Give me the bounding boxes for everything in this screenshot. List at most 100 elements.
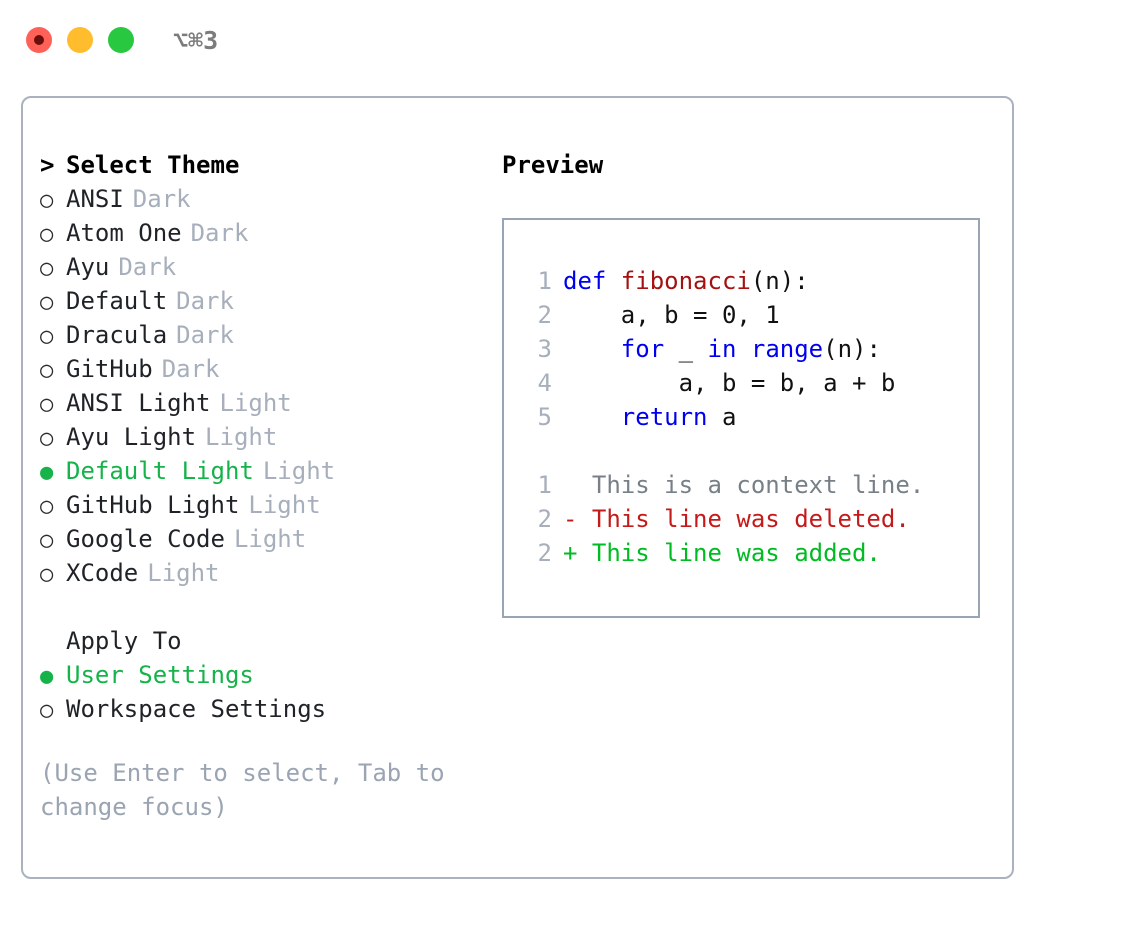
code-line-text: a, b = b, a + b bbox=[563, 366, 896, 400]
diff-line-number: 2 bbox=[537, 539, 552, 567]
diff-line-text: This is a context line. bbox=[563, 471, 925, 499]
apply-to-label: Workspace Settings bbox=[66, 695, 327, 723]
code-token: def bbox=[563, 267, 621, 295]
theme-name: GitHub bbox=[66, 355, 153, 383]
radio-unselected-icon[interactable]: ○ bbox=[40, 528, 54, 553]
code-token bbox=[736, 335, 750, 363]
code-token: _ bbox=[664, 335, 708, 363]
radio-unselected-icon[interactable]: ○ bbox=[40, 358, 54, 383]
apply-to-label: User Settings bbox=[66, 661, 254, 689]
code-token: in bbox=[707, 335, 737, 363]
code-token: (n): bbox=[823, 335, 881, 363]
diff-line: 2 - This line was deleted. bbox=[522, 502, 978, 536]
radio-unselected-icon[interactable]: ○ bbox=[40, 222, 54, 247]
code-line: 2 a, b = 0, 1 bbox=[522, 298, 978, 332]
code-line-text: def fibonacci(n): bbox=[563, 264, 809, 298]
code-line: 4 a, b = b, a + b bbox=[522, 366, 978, 400]
code-line-number: 1 bbox=[537, 267, 552, 295]
code-line-text: for _ in range(n): bbox=[563, 332, 881, 366]
code-line-text: a, b = 0, 1 bbox=[563, 298, 780, 332]
preview-title: Preview bbox=[502, 151, 604, 179]
theme-variant-tag: Light bbox=[262, 457, 336, 485]
apply-to-item[interactable]: ● User Settings bbox=[40, 658, 480, 692]
diff-line-number: 1 bbox=[537, 471, 552, 499]
keyboard-hint: (Use Enter to select, Tab to change focu… bbox=[40, 759, 460, 821]
radio-unselected-icon[interactable]: ○ bbox=[40, 290, 54, 315]
radio-selected-icon[interactable]: ● bbox=[40, 664, 54, 689]
apply-to-item[interactable]: ○ Workspace Settings bbox=[40, 692, 480, 726]
code-token: range bbox=[750, 335, 824, 363]
radio-selected-icon[interactable]: ● bbox=[40, 460, 54, 485]
maximize-button[interactable] bbox=[108, 27, 134, 53]
code-line-number: 4 bbox=[537, 369, 552, 397]
theme-variant-tag: Dark bbox=[161, 355, 220, 383]
theme-variant-tag: Light bbox=[248, 491, 321, 519]
diff-line: 1 This is a context line. bbox=[522, 468, 978, 502]
theme-variant-tag: Dark bbox=[118, 253, 177, 281]
code-token: for bbox=[620, 335, 665, 363]
window-titlebar: ⌥⌘3 bbox=[0, 0, 1140, 80]
radio-unselected-icon[interactable]: ○ bbox=[40, 494, 54, 519]
theme-variant-tag: Dark bbox=[132, 185, 191, 213]
radio-unselected-icon[interactable]: ○ bbox=[40, 698, 54, 723]
radio-unselected-icon[interactable]: ○ bbox=[40, 392, 54, 417]
diff-line-text: + This line was added. bbox=[563, 539, 881, 567]
close-button[interactable] bbox=[26, 27, 52, 53]
radio-unselected-icon[interactable]: ○ bbox=[40, 562, 54, 587]
theme-name: Dracula bbox=[66, 321, 168, 349]
code-line-number: 2 bbox=[537, 301, 552, 329]
theme-name: ANSI bbox=[66, 185, 124, 213]
apply-to-header: Apply To bbox=[66, 627, 182, 655]
apply-to-header-row: Apply To bbox=[40, 624, 480, 658]
diff-line: 2 + This line was added. bbox=[522, 536, 978, 570]
code-line-text: return a bbox=[563, 400, 737, 434]
radio-unselected-icon[interactable]: ○ bbox=[40, 426, 54, 451]
theme-variant-tag: Dark bbox=[176, 321, 234, 349]
minimize-button[interactable] bbox=[67, 27, 93, 53]
theme-name: Atom One bbox=[66, 219, 182, 247]
theme-name: XCode bbox=[66, 559, 139, 587]
radio-unselected-icon[interactable]: ○ bbox=[40, 256, 54, 281]
theme-variant-tag: Dark bbox=[190, 219, 249, 247]
code-token: a bbox=[707, 403, 737, 431]
code-token bbox=[563, 403, 621, 431]
theme-name: Ayu Light bbox=[66, 423, 197, 451]
code-line: 3 for _ in range(n): bbox=[522, 332, 978, 366]
theme-list-item[interactable]: ○ Dracula Dark bbox=[40, 318, 480, 352]
theme-name: Default Light bbox=[66, 457, 254, 485]
diff-line-text: - This line was deleted. bbox=[563, 505, 910, 533]
code-token: fibonacci bbox=[620, 267, 751, 295]
code-line-number: 3 bbox=[537, 335, 552, 363]
theme-picker-prompt: > Select Theme bbox=[40, 148, 480, 182]
code-token: a, b = 0, 1 bbox=[563, 301, 780, 329]
code-line: 1 def fibonacci(n): bbox=[522, 264, 978, 298]
list-spacer bbox=[40, 590, 480, 624]
theme-name: Default bbox=[66, 287, 168, 315]
radio-unselected-icon[interactable]: ○ bbox=[40, 188, 54, 213]
theme-variant-tag: Light bbox=[233, 525, 307, 553]
theme-name: GitHub Light bbox=[66, 491, 240, 519]
theme-list-item[interactable]: ○ GitHub Light Light bbox=[40, 488, 480, 522]
theme-list-item[interactable]: ● Default Light Light bbox=[40, 454, 480, 488]
code-line: 5 return a bbox=[522, 400, 978, 434]
diff-sample: 1 This is a context line. 2 - This line wa… bbox=[522, 468, 978, 570]
radio-unselected-icon[interactable]: ○ bbox=[40, 324, 54, 349]
code-line-number: 5 bbox=[537, 403, 552, 431]
theme-list-item[interactable]: ○ GitHub Dark bbox=[40, 352, 480, 386]
diff-line-number: 2 bbox=[537, 505, 552, 533]
code-token: a, b = b, a + b bbox=[563, 369, 896, 397]
theme-list-item[interactable]: ○ Atom One Dark bbox=[40, 216, 480, 250]
theme-list-item[interactable]: ○ ANSI Dark bbox=[40, 182, 480, 216]
window-title-shortcut: ⌥⌘3 bbox=[173, 25, 219, 55]
code-token bbox=[563, 335, 621, 363]
apply-to-list: ● User Settings ○ Workspace Settings bbox=[40, 658, 480, 726]
